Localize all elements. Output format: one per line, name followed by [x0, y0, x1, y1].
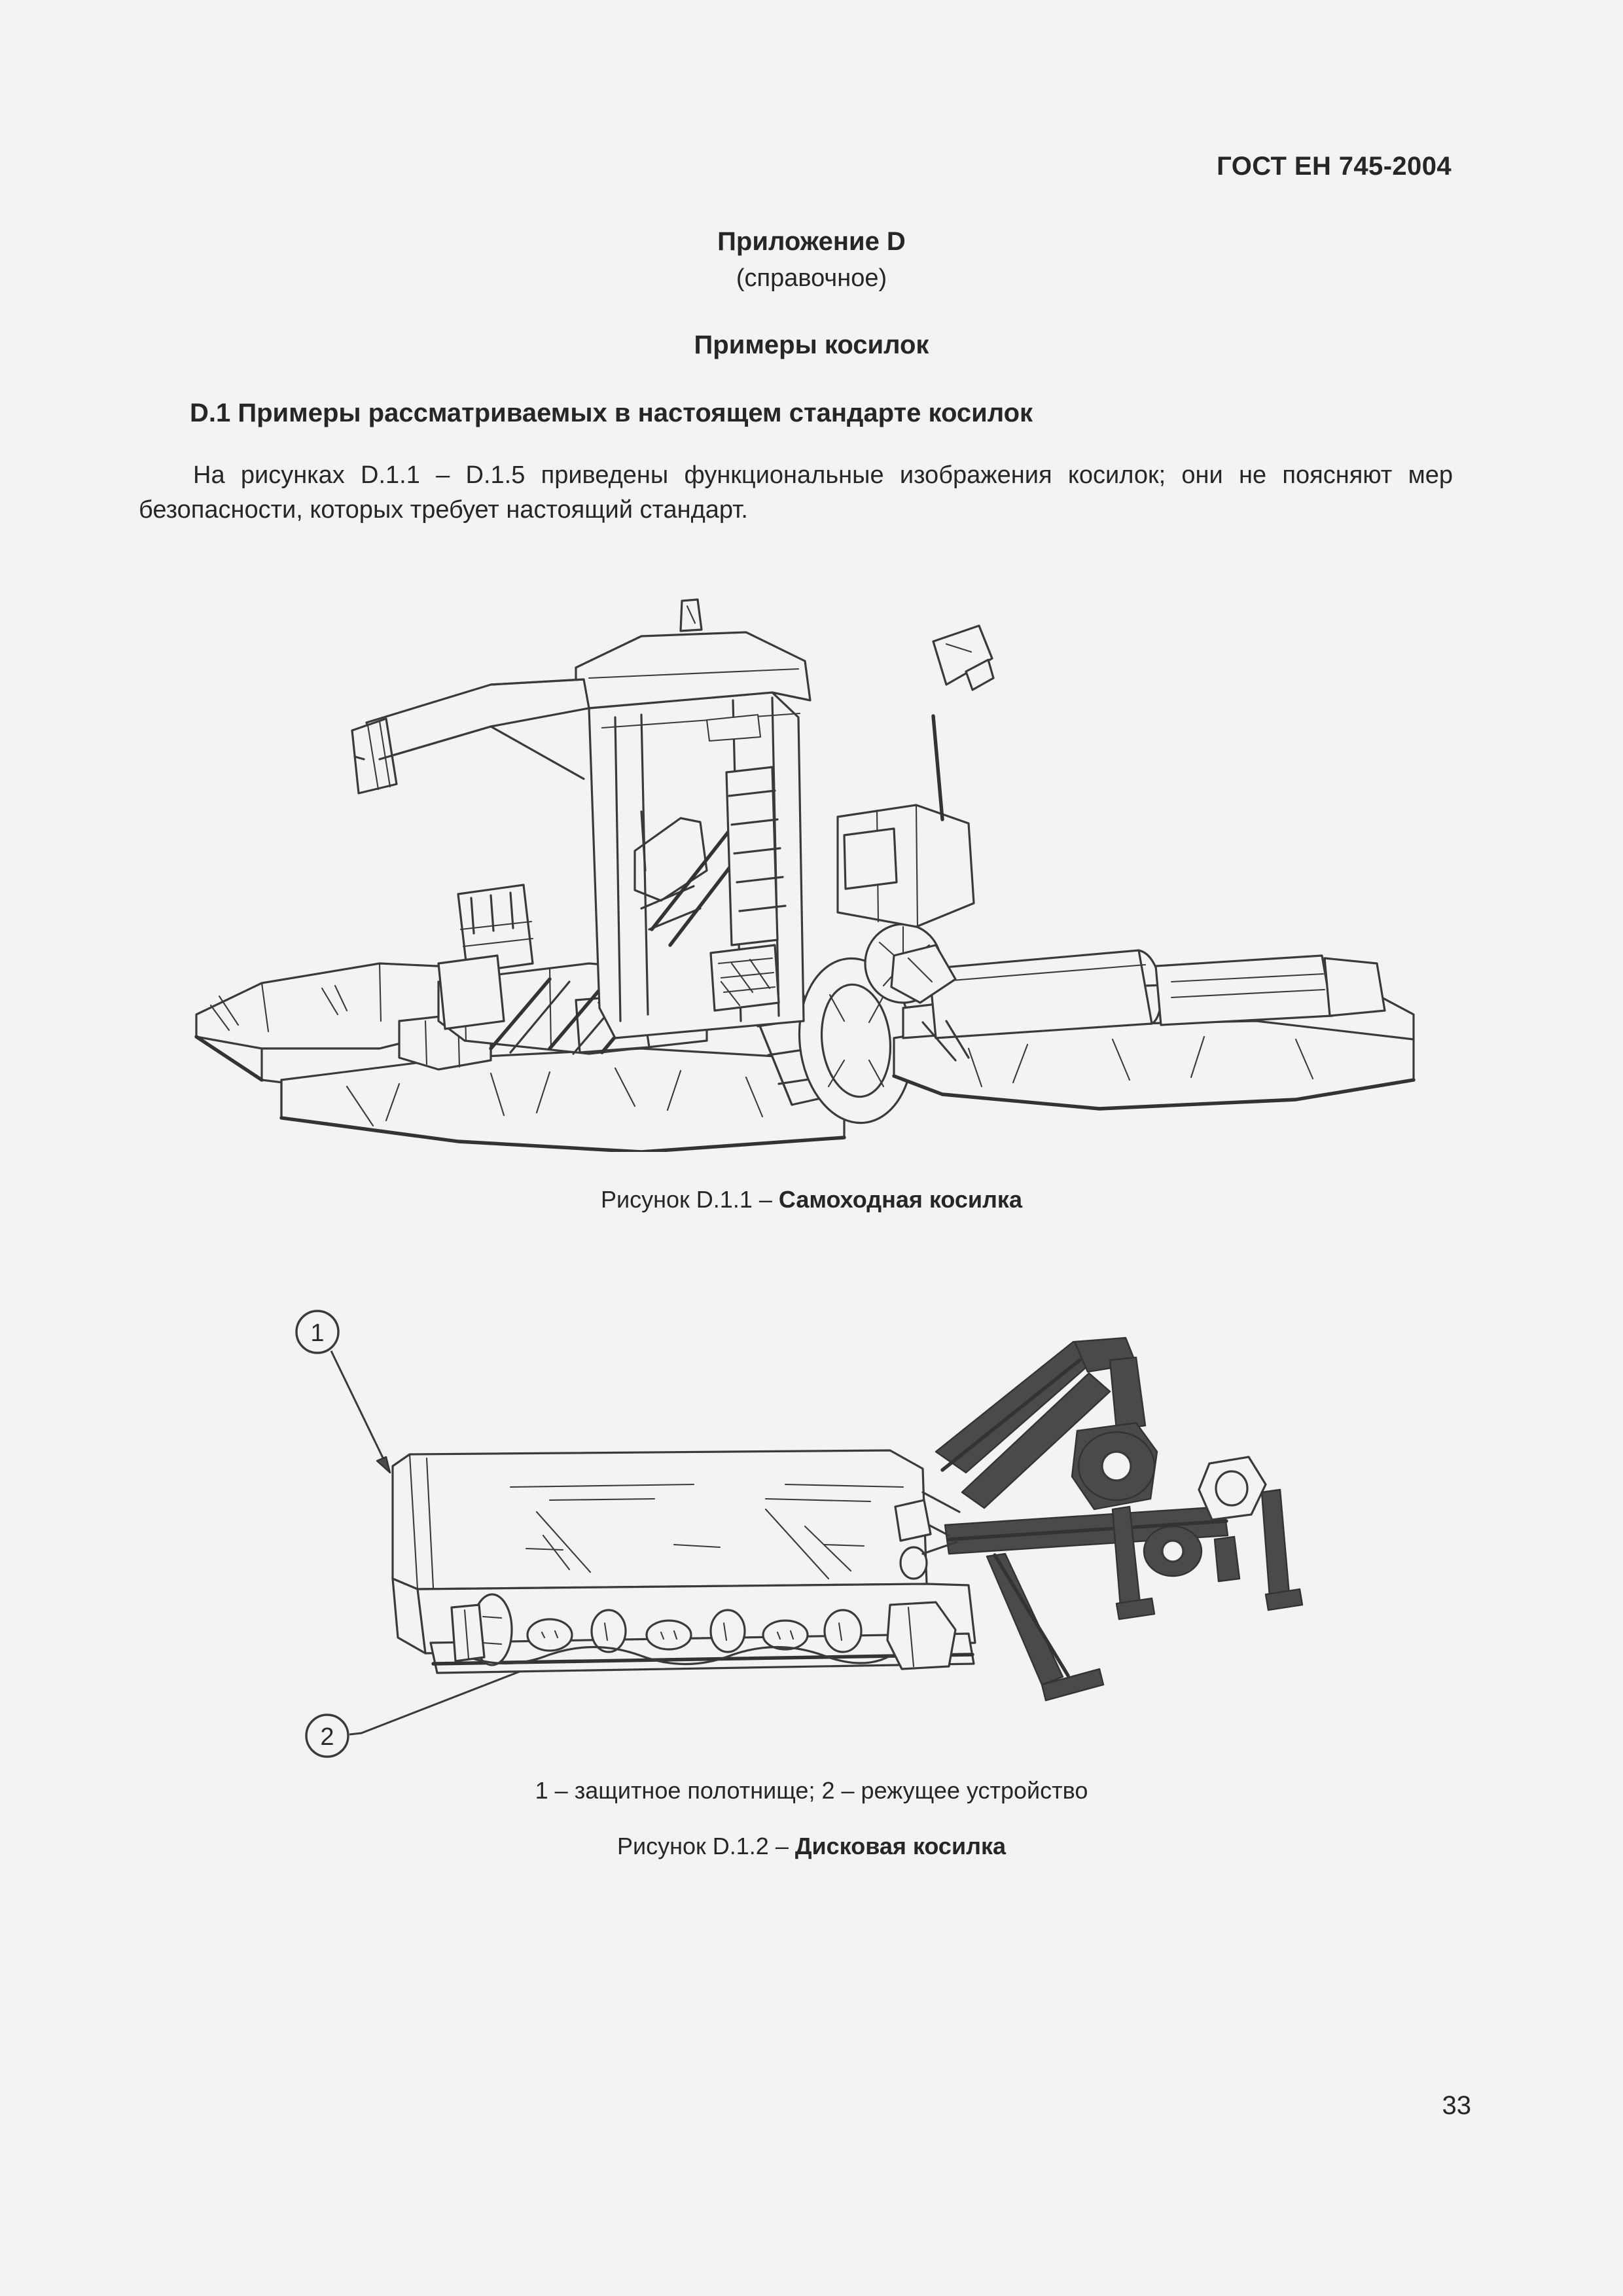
- figure-d12-caption-prefix: Рисунок D.1.2 –: [617, 1833, 795, 1859]
- annex-section-heading: Примеры косилок: [694, 331, 929, 359]
- callout-balloon-1: [295, 1310, 340, 1354]
- figure-d12-drawing: 1 2: [295, 1310, 1304, 1758]
- figure-d12-legend: 1 – защитное полотнище; 2 – режущее устр…: [535, 1777, 1088, 1804]
- figure-d11-caption-prefix: Рисунок D.1.1 –: [601, 1186, 779, 1213]
- section-heading-d1: D.1 Примеры рассматриваемых в настоящем …: [190, 399, 1033, 427]
- figure-d12-caption: Рисунок D.1.2 – Дисковая косилка: [0, 1833, 1623, 1860]
- callout-balloon-2: [305, 1713, 349, 1758]
- callout-number-2: 2: [320, 1723, 334, 1751]
- callout-number-1: 1: [310, 1319, 324, 1347]
- figure-d11-drawing: [194, 598, 1416, 1152]
- figure-d12-caption-title: Дисковая косилка: [794, 1833, 1006, 1859]
- section-paragraph: На рисунках D.1.1 – D.1.5 приведены функ…: [139, 461, 1453, 524]
- annex-title: Приложение D: [717, 227, 906, 256]
- figure-d11-caption-title: Самоходная косилка: [778, 1186, 1022, 1213]
- page-number: 33: [1442, 2091, 1472, 2120]
- figure-d12-disc-mower: 1 2: [262, 1276, 1374, 1774]
- figure-d11-caption: Рисунок D.1.1 – Самоходная косилка: [0, 1186, 1623, 1213]
- figure-d11-self-propelled-mower: [183, 563, 1440, 1152]
- document-standard-header: ГОСТ ЕН 745-2004: [1217, 152, 1452, 181]
- annex-subtitle: (справочное): [736, 264, 887, 292]
